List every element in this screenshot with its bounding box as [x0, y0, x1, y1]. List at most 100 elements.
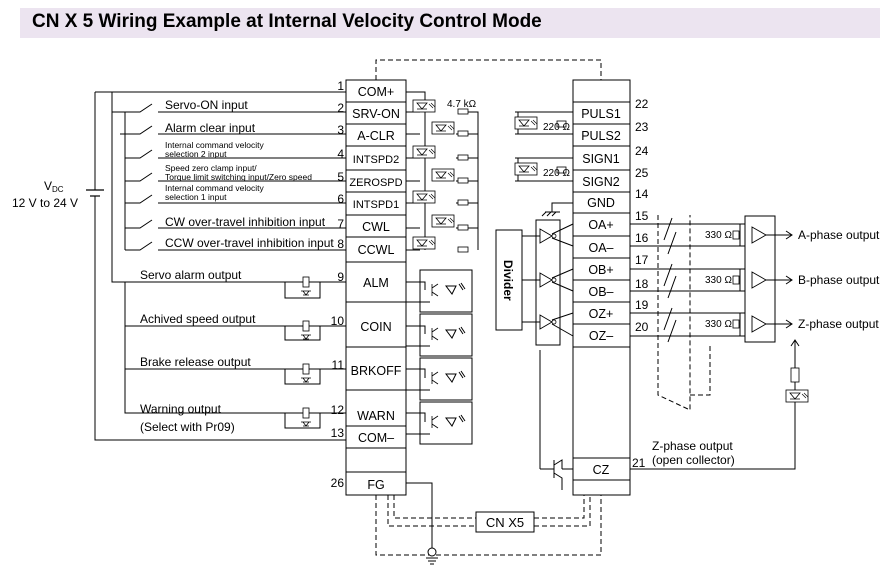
pin-signal-sign1: SIGN1 [582, 152, 620, 166]
pin-number-13: 13 [331, 426, 345, 440]
brake-release-output-label: Brake release output [140, 355, 251, 369]
pin-signal-gnd: GND [587, 196, 615, 210]
pin-signal-com-plus: COM+ [358, 85, 394, 99]
z-open-collector-receiver [785, 360, 809, 403]
pin-number-8: 8 [337, 237, 344, 251]
pin-number-10: 10 [331, 314, 345, 328]
output-wiring [111, 250, 346, 429]
pin-signal-a-clr: A-CLR [357, 129, 395, 143]
resistor-220-label-sign: 220 Ω [543, 168, 570, 179]
pin-number-18: 18 [635, 277, 649, 291]
encoder-output-lines: 330 Ω 330 Ω 330 Ω [630, 215, 745, 411]
pin-number-11: 11 [332, 358, 345, 372]
z-open-collector-label-2: (open collector) [652, 453, 735, 467]
ccw-input-label: CCW over-travel inhibition input [165, 236, 334, 250]
title-bar: CN X 5 Wiring Example at Internal Veloci… [20, 8, 880, 38]
pulse-input-circuits: 220 Ω 220 Ω [514, 111, 573, 182]
pin-signal-oa-plus: OA+ [588, 218, 613, 232]
pin-number-23: 23 [635, 120, 649, 134]
pin-signal-puls2: PULS2 [581, 129, 621, 143]
pin-number-6: 6 [337, 192, 344, 206]
cn-x5-label-box [475, 511, 535, 533]
resistor-330-label-a: 330 Ω [705, 230, 732, 241]
b-phase-output-label: B-phase output [798, 273, 880, 287]
pin-number-2: 2 [337, 101, 344, 115]
pin-number-20: 20 [635, 320, 649, 334]
pin-number-19: 19 [635, 298, 649, 312]
intspd2-label-a: Internal command velocity [165, 140, 264, 150]
intspd2-label-b: selection 2 input [165, 149, 227, 159]
pin-signal-oz-minus: OZ– [589, 329, 613, 343]
warning-select-label: (Select with Pr09) [140, 420, 235, 434]
output-photocouplers [406, 269, 473, 445]
warning-output-label: Warning output [140, 402, 222, 416]
pin-signal-com-minus: COM– [358, 431, 394, 445]
pin-number-15: 15 [635, 209, 649, 223]
pin-signal-ob-plus: OB+ [588, 263, 613, 277]
z-open-collector-label-1: Z-phase output [652, 439, 733, 453]
pin-signal-srv-on: SRV-ON [352, 107, 400, 121]
pin-signal-warn: WARN [357, 409, 395, 423]
input-switches [111, 92, 346, 251]
cw-input-label: CW over-travel inhibition input [165, 215, 326, 229]
pin-signal-alm: ALM [363, 276, 389, 290]
intspd1-label-a: Internal command velocity [165, 183, 264, 193]
pin-number-25: 25 [635, 166, 649, 180]
cz-transistor [539, 350, 573, 490]
pin-number-24: 24 [635, 144, 649, 158]
right-connector-block [572, 79, 631, 496]
gnd-wire [551, 202, 573, 212]
achived-speed-output-label: Achived speed output [140, 312, 256, 326]
resistor-4k7-label: 4.7 kΩ [447, 99, 477, 110]
pin-signal-cz: CZ [593, 463, 610, 477]
pin-signal-coin: COIN [360, 320, 391, 334]
supply-label: VDC [44, 179, 64, 194]
resistor-220-label-puls: 220 Ω [543, 122, 570, 133]
pin-signal-zerospd: ZEROSPD [349, 177, 402, 189]
top-dashed-cable [375, 59, 602, 80]
pin-signal-fg: FG [367, 478, 384, 492]
pin-number-9: 9 [337, 270, 344, 284]
pin-number-5: 5 [337, 170, 344, 184]
resistor-330-label-z: 330 Ω [705, 319, 732, 330]
bottom-cable [375, 482, 602, 565]
servo-alarm-output-label: Servo alarm output [140, 268, 242, 282]
pin-number-1: 1 [337, 79, 344, 93]
pin-number-7: 7 [337, 217, 344, 231]
pin-number-22: 22 [635, 97, 649, 111]
pin-signal-puls1: PULS1 [581, 107, 621, 121]
pin-signal-cwl: CWL [362, 220, 390, 234]
divider-label: Divider [501, 260, 515, 301]
pin-number-26: 26 [331, 476, 345, 490]
z-phase-output-label: Z-phase output [798, 317, 879, 331]
alarm-clear-input-label: Alarm clear input [165, 121, 256, 135]
pin-number-17: 17 [635, 253, 649, 267]
pin-signal-brkoff: BRKOFF [351, 364, 402, 378]
supply-range: 12 V to 24 V [12, 196, 78, 210]
resistor-330-label-b: 330 Ω [705, 275, 732, 286]
page-title: CN X 5 Wiring Example at Internal Veloci… [32, 11, 542, 32]
input-photocouplers: 4.7 kΩ [406, 91, 479, 253]
zerospd-label-a: Speed zero clamp input/ [165, 163, 257, 173]
ground-icon [427, 547, 437, 557]
pin-signal-sign2: SIGN2 [582, 175, 620, 189]
pin-number-16: 16 [635, 231, 649, 245]
servo-on-input-label: Servo-ON input [165, 98, 248, 112]
line-drivers [522, 219, 574, 346]
com-minus-wire [94, 196, 346, 441]
pin-number-12: 12 [331, 403, 345, 417]
pin-signal-intspd2: INTSPD2 [353, 154, 399, 166]
pin-signal-intspd1: INTSPD1 [353, 199, 399, 211]
pin-number-21: 21 [632, 456, 646, 470]
pin-signal-ccwl: CCWL [358, 243, 395, 257]
pin-signal-oa-minus: OA– [588, 241, 613, 255]
cn-x5-label: CN X5 [486, 515, 524, 530]
pin-number-14: 14 [635, 187, 649, 201]
zerospd-label-b: Torque limit switching input/Zero speed [165, 172, 312, 182]
pin-number-4: 4 [337, 147, 344, 161]
pin-signal-ob-minus: OB– [588, 285, 613, 299]
pin-signal-oz-plus: OZ+ [589, 307, 614, 321]
intspd1-label-b: selection 1 input [165, 192, 227, 202]
a-phase-output-label: A-phase output [798, 228, 880, 242]
